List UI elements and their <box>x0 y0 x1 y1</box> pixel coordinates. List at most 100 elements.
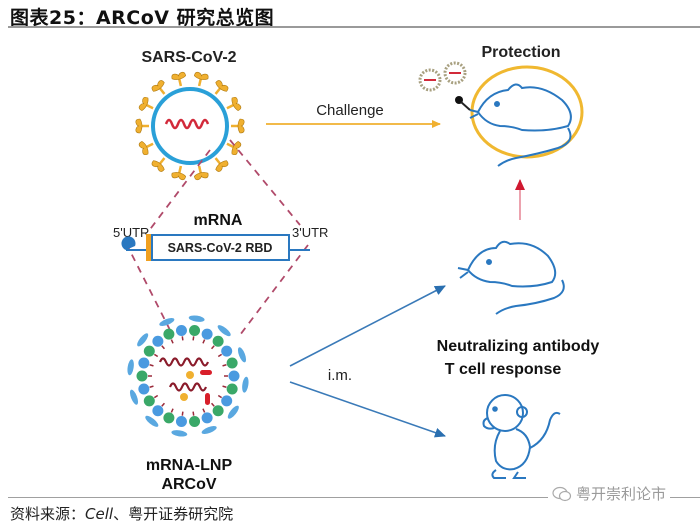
watermark: 粤开崇利论市 <box>548 483 671 504</box>
lipid-bead <box>175 416 187 428</box>
peg-lipid <box>242 376 249 393</box>
lipid-tail <box>161 345 165 350</box>
source-prefix: 资料来源： <box>10 505 86 523</box>
lipid-bead <box>138 357 150 369</box>
lipid-bead <box>143 395 155 407</box>
lipid-bead <box>201 412 213 424</box>
response-line2: T cell response <box>445 361 562 378</box>
im-arrow-to-mouse <box>289 285 446 367</box>
peg-lipid <box>217 325 231 337</box>
lipid-tail <box>222 364 227 367</box>
utr5-label: 5'UTR <box>113 225 149 240</box>
mrna-label: mRNA <box>194 212 243 229</box>
bottom-divider <box>8 497 700 498</box>
lipid-tail <box>153 353 159 358</box>
spike-protein-icon <box>231 118 245 134</box>
lipid-tail <box>192 411 195 416</box>
peg-lipid <box>227 405 239 419</box>
lipid-tail <box>211 345 215 350</box>
spike-protein-icon <box>214 80 229 95</box>
spike-protein-icon <box>226 96 242 111</box>
lipid-tail <box>170 339 174 344</box>
spike-protein-icon <box>226 141 242 156</box>
lipid-bead <box>201 328 213 340</box>
lipid-bead <box>143 345 155 357</box>
lipid-tail <box>149 385 154 388</box>
lnp-label-line2: ARCoV <box>161 476 216 493</box>
spike-protein-icon <box>171 71 187 87</box>
lipid-bead <box>175 324 187 336</box>
source-note: 资料来源：Cell、粤开证券研究院 <box>10 503 233 524</box>
lipid-bead <box>163 412 175 424</box>
challenge-label: Challenge <box>316 102 384 119</box>
mrna-construct <box>121 234 310 261</box>
peg-lipid <box>127 359 134 376</box>
peg-lipid <box>159 317 175 327</box>
protected-mouse-icon <box>469 83 572 167</box>
lipid-bead <box>152 405 164 417</box>
mrna-lnp-particle-icon <box>127 315 249 437</box>
lipid-tail <box>222 385 227 388</box>
source-suffix: 、粤开证券研究院 <box>113 505 234 523</box>
sars-cov-2-virus-icon <box>135 71 245 181</box>
lipid-bead <box>152 335 164 347</box>
lipid-bead <box>212 405 224 417</box>
lipid-tail <box>181 336 184 341</box>
lipid-tail <box>149 364 154 367</box>
spike-protein-icon <box>193 165 209 181</box>
spike-protein-icon <box>193 71 209 87</box>
lipid-tail <box>202 408 206 413</box>
virus-label: SARS-CoV-2 <box>141 49 236 66</box>
lipid-bead <box>226 383 238 395</box>
protection-label: Protection <box>481 44 560 61</box>
peg-lipid <box>201 425 217 435</box>
spike-protein-icon <box>171 165 187 181</box>
lipid-bead <box>189 416 201 428</box>
pipette-icon <box>455 96 471 111</box>
lipid-tail <box>217 394 223 399</box>
wechat-icon <box>552 486 572 501</box>
lipid-tail <box>161 402 165 407</box>
lipid-tail <box>202 339 206 344</box>
lipid-tail <box>192 336 195 341</box>
response-line1: Neutralizing antibody <box>437 338 600 355</box>
lipid-bead <box>221 345 233 357</box>
monkey-icon <box>482 394 561 479</box>
lipid-tail <box>153 394 159 399</box>
source-journal: Cell <box>85 505 114 523</box>
immunized-mouse-icon <box>457 240 565 315</box>
lnp-label-line1: mRNA-LNP <box>146 457 233 474</box>
spike-protein-icon <box>151 80 166 95</box>
peg-lipid <box>171 430 188 437</box>
figure-title: 图表25：ARCoV 研究总览图 <box>10 7 275 29</box>
route-label: i.m. <box>328 367 352 384</box>
peg-lipid <box>137 333 149 347</box>
lipid-bead <box>212 335 224 347</box>
spike-protein-icon <box>135 118 149 134</box>
lipid-tail <box>181 411 184 416</box>
lipid-tail <box>170 408 174 413</box>
lipid-bead <box>136 370 148 382</box>
lipid-bead <box>228 370 240 382</box>
spike-protein-icon <box>138 141 154 156</box>
spike-protein-icon <box>151 157 166 172</box>
lipid-bead <box>163 328 175 340</box>
peg-lipid <box>129 389 139 405</box>
lipid-bead <box>221 395 233 407</box>
top-divider <box>8 26 700 28</box>
peg-lipid <box>188 315 205 322</box>
spike-protein-icon <box>214 157 229 172</box>
watermark-text: 粤开崇利论市 <box>576 485 667 503</box>
rbd-label: SARS-CoV-2 RBD <box>168 241 273 255</box>
lipid-bead <box>189 324 201 336</box>
protection-ring <box>470 65 584 159</box>
utr3-label: 3'UTR <box>292 225 328 240</box>
lipid-bead <box>138 383 150 395</box>
im-arrow-to-monkey <box>289 381 446 438</box>
dashed-connectors <box>125 139 309 336</box>
lipid-bead <box>226 357 238 369</box>
peg-lipid <box>145 415 159 427</box>
virion-icon <box>418 61 467 92</box>
spike-protein-icon <box>138 96 154 111</box>
